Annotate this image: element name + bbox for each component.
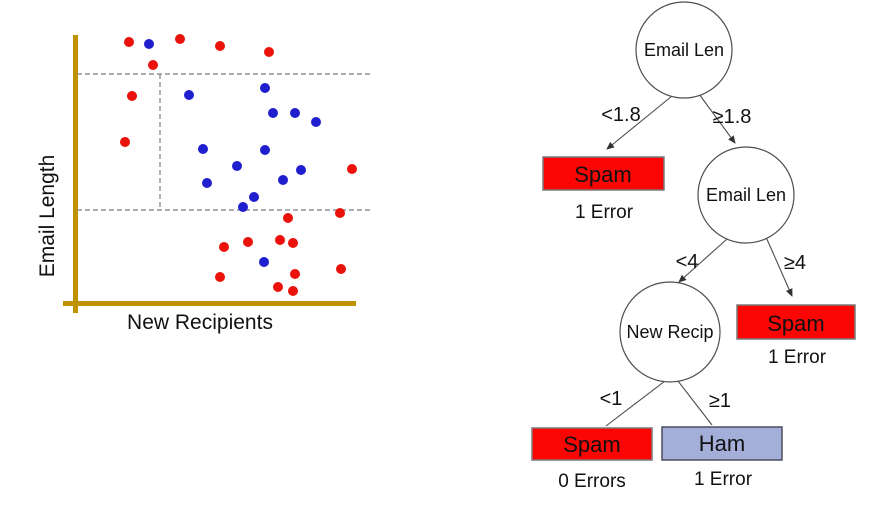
data-point-red (275, 235, 285, 245)
edge-label-ge-1.8: ≥1.8 (713, 106, 752, 128)
data-point-blue (296, 165, 306, 175)
leaf-box-ham (661, 426, 783, 461)
y-axis-label: Email Length (36, 155, 59, 278)
leaf-box-spam-1 (542, 156, 665, 191)
data-point-red (215, 41, 225, 51)
tree-node-root-label: Email Len (644, 40, 724, 60)
decision-tree: <1.8 ≥1.8 <4 ≥4 <1 ≥1 Email Len Email Le… (531, 1, 856, 492)
data-point-red (290, 269, 300, 279)
data-point-red (120, 137, 130, 147)
edge-label-ge-1: ≥1 (709, 390, 731, 412)
data-point-red (273, 282, 283, 292)
scatter-points (120, 34, 357, 296)
data-point-red (264, 47, 274, 57)
data-point-red (175, 34, 185, 44)
leaf-label-ham: Ham (699, 431, 745, 456)
edge-label-lt-1: <1 (600, 388, 623, 410)
data-point-red (215, 272, 225, 282)
tree-edge-bottom-left (605, 380, 666, 427)
data-point-blue (202, 178, 212, 188)
data-point-blue (184, 90, 194, 100)
data-point-blue (278, 175, 288, 185)
data-point-blue (238, 202, 248, 212)
error-count-spam-1: 1 Error (575, 202, 634, 223)
data-point-blue (290, 108, 300, 118)
edge-label-lt-4: <4 (676, 251, 699, 273)
error-count-ham: 1 Error (694, 469, 753, 490)
x-axis-label: New Recipients (127, 311, 273, 334)
data-point-blue (311, 117, 321, 127)
data-point-red (336, 264, 346, 274)
scatter-threshold-lines (77, 73, 372, 211)
data-point-red (288, 238, 298, 248)
data-point-blue (249, 192, 259, 202)
tree-node-bottom-label: New Recip (626, 322, 713, 342)
tree-node-mid (697, 146, 795, 244)
data-point-blue (232, 161, 242, 171)
data-point-red (347, 164, 357, 174)
scatter-plot: Email Length New Recipients (36, 34, 372, 334)
data-point-blue (268, 108, 278, 118)
data-point-blue (259, 257, 269, 267)
data-point-red (243, 237, 253, 247)
tree-edge-mid-left (678, 238, 728, 283)
data-point-red (219, 242, 229, 252)
leaf-box-spam-3 (531, 427, 653, 461)
tree-node-mid-label: Email Len (706, 185, 786, 205)
error-count-spam-3: 0 Errors (558, 471, 626, 492)
leaf-box-spam-2 (736, 304, 856, 340)
data-point-blue (260, 83, 270, 93)
leaf-label-spam-1: Spam (574, 162, 631, 187)
tree-edge-bottom-right (677, 380, 713, 426)
data-point-red (283, 213, 293, 223)
edge-label-ge-4: ≥4 (784, 252, 806, 274)
tree-node-bottom (619, 281, 721, 383)
data-point-red (124, 37, 134, 47)
data-point-blue (144, 39, 154, 49)
tree-edge-root-right (698, 93, 736, 144)
tree-edge-root-left (606, 95, 673, 150)
data-point-red (127, 91, 137, 101)
edge-label-lt-1.8: <1.8 (601, 104, 640, 126)
leaf-label-spam-3: Spam (563, 432, 620, 457)
data-point-red (288, 286, 298, 296)
data-point-blue (260, 145, 270, 155)
leaf-label-spam-2: Spam (767, 311, 824, 336)
data-point-red (335, 208, 345, 218)
data-point-red (148, 60, 158, 70)
tree-node-root (635, 1, 733, 99)
data-point-blue (198, 144, 208, 154)
error-count-spam-2: 1 Error (768, 347, 827, 368)
tree-edge-mid-right (765, 236, 793, 297)
